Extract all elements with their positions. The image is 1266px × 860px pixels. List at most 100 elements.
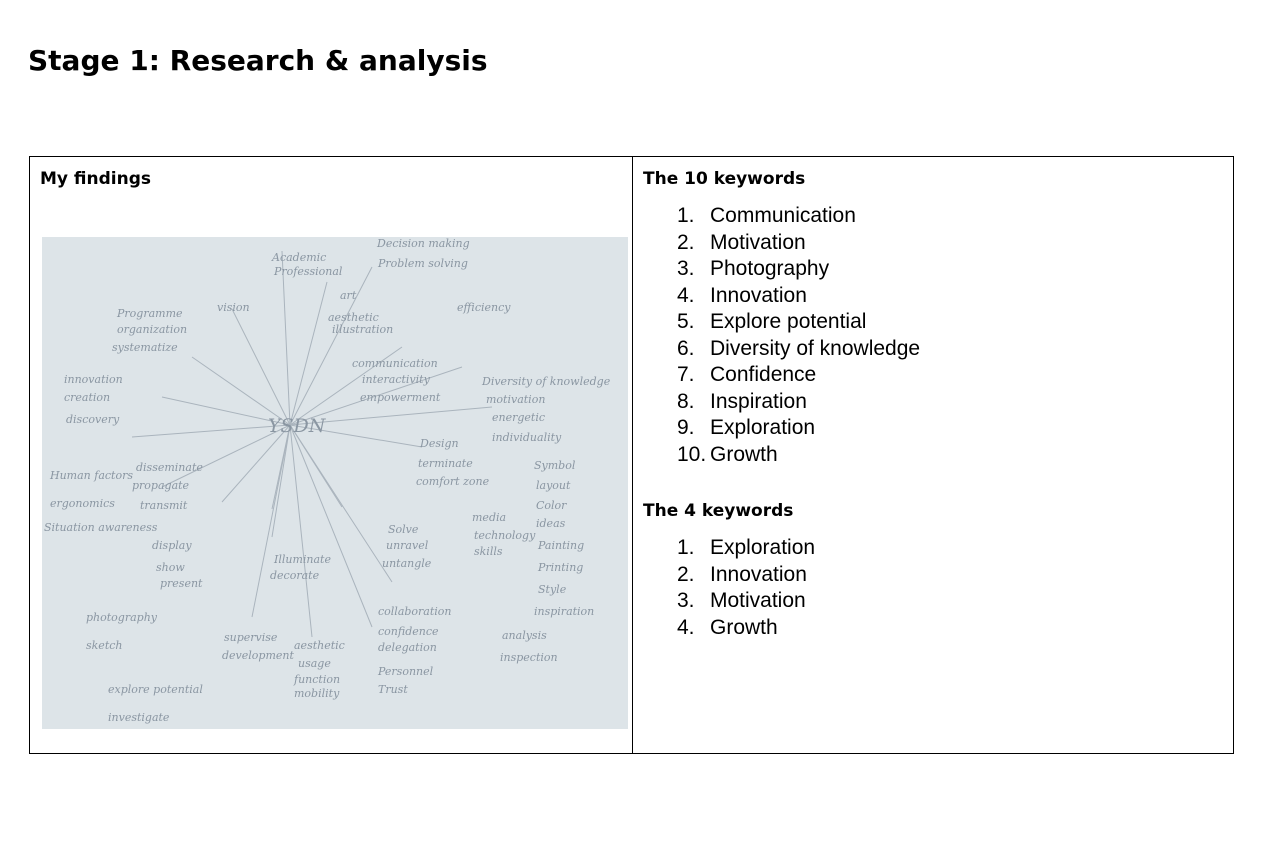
keyword-item: 4.Growth xyxy=(677,615,815,642)
mindmap-word: delegation xyxy=(378,641,437,654)
keyword-label: Motivation xyxy=(710,589,806,612)
mindmap-word: comfort zone xyxy=(416,475,490,488)
mindmap-word: interactivity xyxy=(362,373,431,386)
mindmap-branch xyxy=(289,424,313,638)
mindmap-word: Illuminate xyxy=(273,553,331,566)
keyword-item: 9. Exploration xyxy=(677,415,920,442)
mindmap-word: function xyxy=(293,673,340,686)
mindmap-word: efficiency xyxy=(457,301,511,314)
mindmap-word: Human factors xyxy=(49,469,133,482)
mindmap-word: propagate xyxy=(132,479,190,492)
keyword-label: Exploration xyxy=(710,536,816,559)
mindmap-word: Painting xyxy=(537,539,584,552)
keyword-label: Communication xyxy=(710,204,856,227)
keyword-item: 2.Innovation xyxy=(677,562,815,589)
keyword-number: 7. xyxy=(677,363,695,386)
mindmap-word: vision xyxy=(217,301,250,314)
mindmap-word: creation xyxy=(64,391,110,404)
mindmap-word: present xyxy=(160,577,203,590)
findings-heading: My findings xyxy=(40,169,152,189)
keyword-item: 10.Growth xyxy=(677,442,920,469)
keyword-label: Innovation xyxy=(710,562,807,586)
mindmap-branch xyxy=(221,424,291,503)
mindmap-word: Programme xyxy=(116,307,183,320)
keyword-item: 4. Innovation xyxy=(677,283,920,310)
mindmap-word: ergonomics xyxy=(50,497,115,510)
four-keywords-heading: The 4 keywords xyxy=(643,501,794,521)
page-title: Stage 1: Research & analysis xyxy=(28,44,488,77)
mindmap-branch xyxy=(161,424,291,488)
keyword-label: Innovation xyxy=(710,283,807,307)
keyword-item: 7.Confidence xyxy=(677,362,920,389)
mindmap-word: investigate xyxy=(108,711,170,724)
mindmap-word: discovery xyxy=(66,413,120,426)
mindmap-word: Printing xyxy=(537,561,583,574)
keyword-number: 9. xyxy=(677,416,695,439)
mindmap-word: skills xyxy=(474,545,503,558)
mindmap-branch xyxy=(289,406,493,426)
mindmap-word: Situation awareness xyxy=(44,521,158,534)
keyword-number: 4. xyxy=(677,283,695,307)
keyword-item: 6. Diversity of knowledge xyxy=(677,336,920,363)
mindmap-word: Solve xyxy=(388,523,419,536)
mindmap-word: communication xyxy=(352,357,438,370)
mindmap-branch xyxy=(289,424,343,508)
mindmap-branch xyxy=(281,250,291,426)
keyword-label: Growth xyxy=(710,442,778,466)
mindmap-word: empowerment xyxy=(360,391,441,404)
mindmap-word: layout xyxy=(536,479,571,492)
mindmap-word: usage xyxy=(298,657,331,670)
keyword-number: 3. xyxy=(677,589,695,612)
mindmap-word: Diversity of knowledge xyxy=(481,375,611,388)
mindmap-word: photography xyxy=(86,611,158,624)
mindmap-word: energetic xyxy=(492,411,545,424)
keyword-number: 8. xyxy=(677,389,695,413)
mindmap-word: untangle xyxy=(382,557,432,570)
mindmap-word: Personnel xyxy=(377,665,434,678)
keyword-label: Explore potential xyxy=(710,310,867,333)
keyword-label: Motivation xyxy=(710,230,806,254)
keyword-label: Diversity of knowledge xyxy=(710,336,921,360)
mindmap-word: media xyxy=(472,511,506,524)
mindmap-word: mobility xyxy=(294,687,340,700)
mindmap-branch xyxy=(289,346,403,426)
mindmap-word: individuality xyxy=(492,431,562,444)
mindmap-word: Decision making xyxy=(376,237,470,250)
mindmap-word: art xyxy=(340,289,357,302)
mindmap-word: sketch xyxy=(86,639,123,652)
keyword-item: 3.Photography xyxy=(677,256,920,283)
mindmap-branch xyxy=(191,356,291,426)
keyword-item: 1. Communication xyxy=(677,203,920,230)
mindmap-word: technology xyxy=(474,529,536,542)
mindmap-word: terminate xyxy=(418,457,473,470)
keyword-label: Exploration xyxy=(710,416,816,439)
keyword-number: 6. xyxy=(677,336,695,360)
keyword-item: 5. Explore potential xyxy=(677,309,920,336)
mindmap-word: inspiration xyxy=(534,605,594,618)
mindmap-branch xyxy=(289,424,373,628)
keyword-number: 5. xyxy=(677,310,695,333)
mindmap-branch xyxy=(251,424,291,618)
mindmap-branch xyxy=(289,281,328,426)
mindmap-branch xyxy=(271,424,291,538)
keyword-item: 1.Exploration xyxy=(677,535,815,562)
keyword-number: 10. xyxy=(677,442,707,466)
mindmap-word: decorate xyxy=(270,569,320,582)
mindmap-word: illustration xyxy=(332,323,393,336)
mindmap-word: Trust xyxy=(378,683,408,696)
keyword-item: 3. Motivation xyxy=(677,588,815,615)
mindmap-branch xyxy=(231,308,291,426)
mindmap-word: confidence xyxy=(378,625,439,638)
mindmap-center: YSDN xyxy=(268,415,327,437)
mindmap-branch xyxy=(289,424,423,448)
mindmap-branch xyxy=(131,424,291,438)
mindmap-word: display xyxy=(152,539,192,552)
mindmap-word: innovation xyxy=(64,373,123,386)
mindmap-word: supervise xyxy=(224,631,278,644)
mindmap-word: aesthetic xyxy=(328,311,379,324)
keyword-number: 1. xyxy=(677,204,695,227)
